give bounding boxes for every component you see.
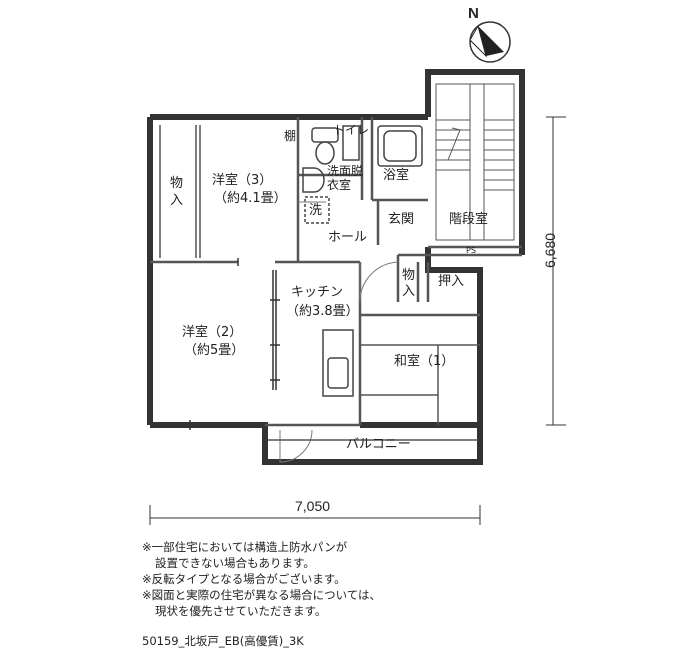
north-arrow-icon	[469, 21, 511, 63]
kitchen-fixture	[322, 329, 354, 397]
ps-label: PS	[466, 246, 476, 255]
western-room-2-size: （約5畳）	[184, 343, 245, 358]
entrance-label: 玄関	[388, 212, 415, 227]
hall-label: ホール	[328, 230, 368, 245]
note-line-4: ※図面と実際の住宅が異なる場合については、	[142, 588, 382, 602]
outer-walls	[147, 69, 525, 465]
western-room-3-name: 洋室（3）	[212, 173, 273, 188]
balcony-label: バルコニー	[346, 437, 411, 452]
western-room-3-size: （約4.1畳）	[214, 191, 287, 206]
western-room-2-name: 洋室（2）	[182, 325, 243, 340]
note-line-1: ※一部住宅においては構造上防水パンが	[142, 540, 348, 554]
stairwell-steps	[435, 83, 515, 241]
closet-west-frame	[159, 125, 201, 258]
note-line-2: 設置できない場合もあります。	[155, 556, 315, 570]
closet-west-label: 物入	[170, 176, 184, 208]
washer-label: 洗	[309, 203, 323, 218]
tatami-room	[360, 344, 480, 425]
depth-dimension: 6,680	[542, 232, 558, 268]
washroom-fixtures	[302, 167, 330, 224]
washroom-label: 洗面脱衣室	[327, 164, 364, 192]
plan-code: 50159_北坂戸_EB(高優賃)_3K	[142, 634, 304, 648]
bathroom-label: 浴室	[383, 168, 410, 183]
north-label: N	[468, 5, 479, 22]
shelf-label: 棚	[284, 129, 297, 143]
kitchen-name: キッチン	[291, 285, 344, 300]
width-dimension: 7,050	[295, 498, 331, 514]
closet-small-label: 物入	[402, 268, 416, 299]
japanese-room-1-label: 和室（1）	[394, 354, 455, 369]
door-swings	[279, 201, 399, 463]
note-line-3: ※反転タイプとなる場合がございます。	[142, 572, 346, 586]
toilet-label: トイレ	[333, 123, 370, 137]
toilet-fixture	[311, 125, 360, 165]
wall-ticks	[189, 258, 280, 430]
dimension-lines	[149, 116, 566, 525]
bathtub-fixture	[377, 125, 423, 167]
kitchen-size: （約3.8畳）	[286, 304, 359, 319]
oshiire-label: 押入	[438, 274, 465, 289]
stairwell-label: 階段室	[449, 212, 489, 227]
note-line-5: 現状を優先させていただきます。	[155, 604, 327, 618]
